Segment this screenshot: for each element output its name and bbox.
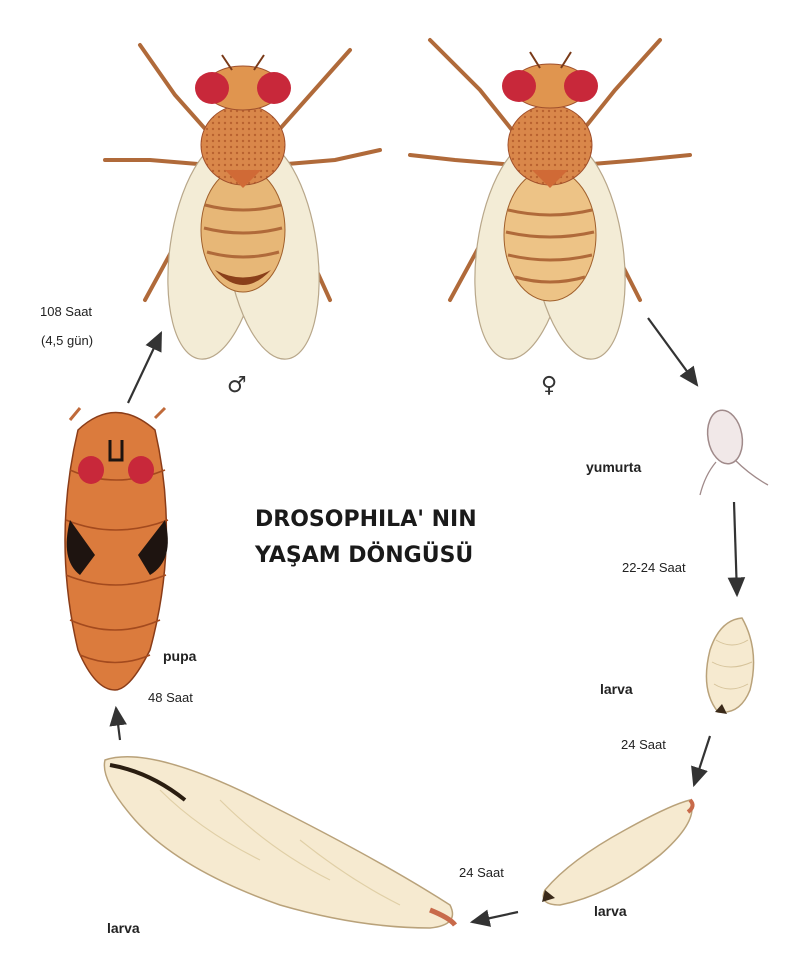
- arrow-egg-to-larva: [734, 502, 737, 595]
- pupa-illustration: [65, 408, 168, 690]
- arrow-larva2-to-larva3: [472, 912, 518, 922]
- arrow-female-to-egg: [648, 318, 697, 385]
- duration-larva1-to-larva2: 24 Saat: [621, 737, 666, 752]
- stage-label-larva-3: larva: [107, 920, 140, 936]
- duration-larva2-to-larva3: 24 Saat: [459, 865, 504, 880]
- arrow-larva1-to-larva2: [694, 736, 710, 785]
- larva-second-instar-illustration: [542, 800, 693, 905]
- stage-label-pupa: pupa: [163, 648, 196, 664]
- diagram-title: DROSOPHILA' NIN YAŞAM DÖNGÜSÜ: [255, 502, 555, 574]
- stage-label-larva-2: larva: [594, 903, 627, 919]
- duration-adult: 108 Saat: [40, 304, 92, 319]
- duration-larva3-to-pupa: 48 Saat: [148, 690, 193, 705]
- egg-illustration: [700, 407, 768, 495]
- larva-first-instar-illustration: [706, 618, 753, 714]
- stage-label-egg: yumurta: [586, 459, 641, 475]
- duration-adult-days: (4,5 gün): [41, 333, 93, 348]
- male-symbol: ♂: [227, 373, 247, 398]
- arrow-pupa-to-male: [128, 333, 161, 403]
- larva-third-instar-illustration: [104, 757, 455, 928]
- male-fly-illustration: [105, 45, 380, 365]
- female-symbol: ♀: [541, 373, 557, 398]
- diagram-title-line-2: YAŞAM DÖNGÜSÜ: [255, 538, 555, 574]
- diagram-title-line-1: DROSOPHILA' NIN: [255, 502, 555, 538]
- stage-label-larva-1: larva: [600, 681, 633, 697]
- female-fly-illustration: [410, 40, 690, 365]
- arrow-larva3-to-pupa: [116, 708, 120, 740]
- duration-egg-to-larva: 22-24 Saat: [622, 560, 686, 575]
